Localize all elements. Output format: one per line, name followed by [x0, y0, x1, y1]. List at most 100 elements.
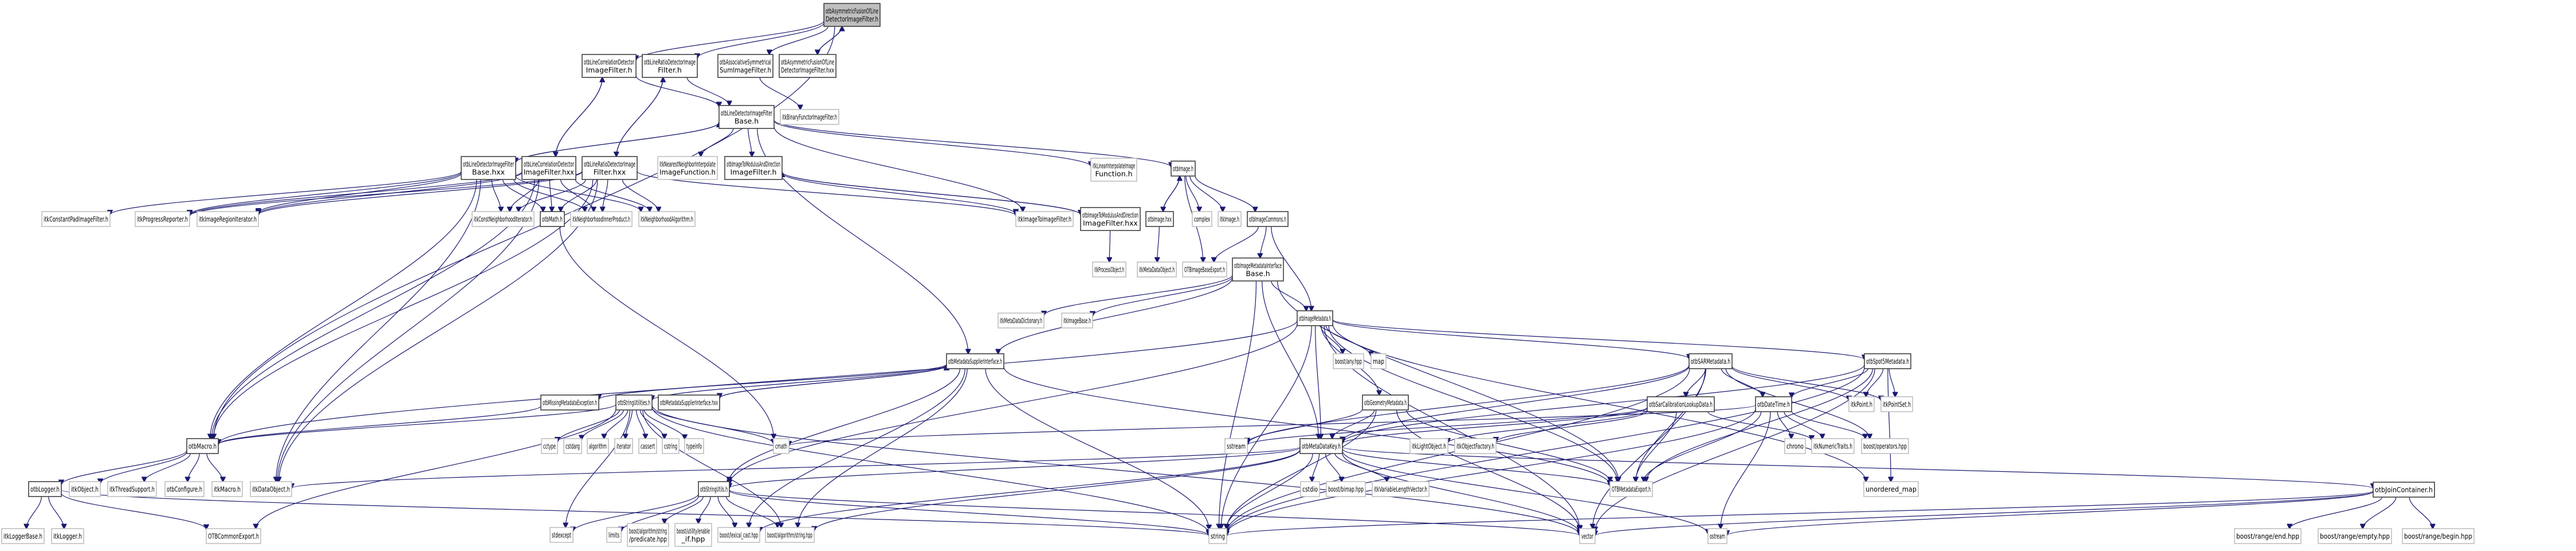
- node-numtraits[interactable]: itkNumericTraits.h: [1811, 438, 1855, 454]
- node-imgmetadata[interactable]: otbImageMetadata.h: [1297, 310, 1333, 326]
- node-stdexcept[interactable]: stdexcept: [549, 527, 574, 543]
- node-mdexport[interactable]: OTBMetadataExport.h: [1609, 481, 1653, 497]
- node-img2img[interactable]: itkImageToImageFilter.h: [1015, 211, 1074, 227]
- node-nbinner[interactable]: itkNeighborhoodInnerProduct.h: [570, 211, 633, 227]
- node-cmath[interactable]: cmath: [773, 438, 790, 454]
- node-label: otbAssociativeSymmetrical: [720, 58, 771, 67]
- node-root[interactable]: otbAsymmetricFusionOfLineDetectorImageFi…: [823, 3, 881, 27]
- node-label: OTBImageBaseExport.h: [1184, 265, 1225, 274]
- node-iterator[interactable]: iterator: [614, 438, 633, 454]
- node-imgbaseexport[interactable]: OTBImageBaseExport.h: [1182, 261, 1227, 278]
- node-constnbiter[interactable]: itkConstNeighborhoodIterator.h: [472, 211, 535, 227]
- node-algostring[interactable]: boost/algorithm/string.hpp: [765, 527, 815, 543]
- node-ostream[interactable]: ostream: [1707, 528, 1727, 544]
- node-mdkey[interactable]: otbMetaDataKey.h: [1299, 438, 1343, 454]
- node-objfactory[interactable]: itkObjectFactory.h: [1454, 438, 1497, 454]
- node-binfunctor[interactable]: itkBinaryFunctorImageFilter.h: [780, 109, 839, 125]
- node-algorithm[interactable]: algorithm: [587, 438, 609, 454]
- node-enableif[interactable]: boost/utility/enable_if.hpp: [674, 523, 712, 547]
- node-label: itkImageBase.h: [1063, 316, 1091, 325]
- node-boostany[interactable]: boost/any.hpp: [1333, 353, 1364, 369]
- node-threadsupport[interactable]: itkThreadSupport.h: [107, 481, 157, 497]
- node-mdsupplier_h[interactable]: otbMetadataSupplierInterface.h: [946, 353, 1004, 369]
- node-strutils[interactable]: otbStringUtils.h: [698, 481, 730, 497]
- node-cstdarg[interactable]: cstdarg: [563, 438, 582, 454]
- node-root_hxx[interactable]: otbAsymmetricFusionOfLineDetectorImageFi…: [779, 54, 837, 78]
- node-predicate[interactable]: boost/algorithm/string/predicate.hpp: [627, 523, 669, 547]
- node-progress[interactable]: itkProgressReporter.h: [135, 211, 190, 227]
- node-lexicalcast[interactable]: boost/lexical_cast.hpp: [717, 527, 760, 543]
- node-itkpointset[interactable]: itkPointSet.h: [1880, 396, 1913, 412]
- node-i2mod_h[interactable]: otbImageToModulusAndDirectionImageFilter…: [724, 156, 783, 180]
- node-rangeempty[interactable]: boost/range/empty.hpp: [2318, 528, 2392, 544]
- node-sstream[interactable]: sstream: [1224, 438, 1248, 454]
- node-constpad[interactable]: itkConstantPadImageFilter.h: [41, 211, 111, 227]
- edge-sarcal-to-sstream: [1247, 407, 1648, 446]
- node-missingmeta[interactable]: otbMissingMetadataException.h: [540, 394, 599, 411]
- node-metadataobj[interactable]: itkMetaDataObject.h: [1137, 261, 1177, 278]
- edge-lcd_hxx-to-lcd_h: [555, 77, 602, 157]
- node-cctype[interactable]: cctype: [541, 438, 558, 454]
- node-spot5[interactable]: otbSpot5Metadata.h: [1864, 353, 1911, 369]
- node-chrono[interactable]: chrono: [1784, 438, 1806, 454]
- node-boostops[interactable]: boost/operators.hpp: [1861, 438, 1909, 454]
- node-cstring[interactable]: cstring: [662, 438, 680, 454]
- node-bimap[interactable]: boost/bimap.hpp: [1326, 481, 1366, 497]
- node-strutilities[interactable]: otbStringUtilities.h: [615, 394, 653, 411]
- node-itkpoint[interactable]: itkPoint.h: [1848, 396, 1875, 412]
- node-complex[interactable]: complex: [1192, 211, 1212, 227]
- node-datetime[interactable]: otbDateTime.h: [1755, 396, 1792, 412]
- node-itkobject[interactable]: itkObject.h: [69, 481, 101, 497]
- node-procobj[interactable]: itkProcessObject.h: [1092, 261, 1126, 278]
- node-otbmacro[interactable]: otbMacro.h: [186, 438, 219, 454]
- node-assoc[interactable]: otbAssociativeSymmetricalSumImageFilter.…: [717, 54, 773, 78]
- node-i2mod_hxx[interactable]: otbImageToModulusAndDirectionImageFilter…: [1080, 207, 1141, 231]
- node-rangeend[interactable]: boost/range/end.hpp: [2234, 528, 2302, 544]
- node-itklogger[interactable]: itkLogger.h: [51, 528, 84, 544]
- node-varlenvec[interactable]: itkVariableLengthVector.h: [1372, 481, 1430, 497]
- node-string[interactable]: string: [1208, 528, 1227, 544]
- node-label: otbLineRatioDetectorImage: [584, 160, 635, 169]
- node-unorderedmap[interactable]: unordered_map: [1863, 481, 1919, 497]
- node-regioniter[interactable]: itkImageRegionIterator.h: [197, 211, 259, 227]
- node-label: boost/utility/enable: [677, 527, 710, 536]
- node-cassert[interactable]: cassert: [638, 438, 657, 454]
- node-otbmath[interactable]: otbMath.h: [540, 211, 565, 227]
- node-sarmeta[interactable]: otbSARMetadata.h: [1688, 353, 1733, 369]
- node-commonexport[interactable]: OTBCommonExport.h: [206, 528, 261, 544]
- node-mdsupplier_hxx[interactable]: otbMetadataSupplierInterface.hxx: [658, 394, 720, 411]
- node-sarcal[interactable]: otbSarCalibrationLookupData.h: [1647, 396, 1715, 412]
- node-map[interactable]: map: [1371, 353, 1387, 369]
- node-itkimagebase[interactable]: itkImageBase.h: [1061, 312, 1093, 329]
- node-loggerbase[interactable]: itkLoggerBase.h: [1, 528, 45, 544]
- node-limits[interactable]: limits: [606, 527, 622, 543]
- node-itkimage[interactable]: itkImage.h: [1218, 211, 1242, 227]
- node-rangebegin[interactable]: boost/range/begin.hpp: [2402, 528, 2475, 544]
- edge-otbimage_h-to-itkimage: [1189, 175, 1223, 212]
- node-dataobj[interactable]: itkDataObject.h: [250, 481, 292, 497]
- node-cstdio[interactable]: cstdio: [1300, 481, 1320, 497]
- node-otblogger[interactable]: otbLogger.h: [28, 481, 62, 497]
- node-itkmacro[interactable]: itkMacro.h: [211, 481, 243, 497]
- node-nn_interp[interactable]: itkNearestNeighborInterpolateImageFuncti…: [657, 156, 718, 180]
- node-otbimage_h[interactable]: otbImage.h: [1171, 161, 1196, 177]
- node-vector[interactable]: vector: [1579, 528, 1596, 544]
- node-mddict[interactable]: itkMetaDataDictionary.h: [998, 312, 1044, 329]
- node-typeinfo[interactable]: typeinfo: [684, 438, 704, 454]
- node-geommeta[interactable]: otbGeometryMetadata.h: [1362, 394, 1409, 411]
- node-lightobj[interactable]: itkLightObject.h: [1409, 438, 1448, 454]
- node-lcd_hxx[interactable]: otbLineCorrelationDetectorImageFilter.hx…: [521, 156, 576, 180]
- node-label: boost/range/begin.hpp: [2404, 532, 2472, 541]
- node-otbconfigure[interactable]: otbConfigure.h: [164, 481, 205, 497]
- node-otbimage_hxx[interactable]: otbImage.hxx: [1145, 211, 1174, 227]
- node-joincontainer[interactable]: otbJoinContainer.h: [2373, 482, 2435, 498]
- node-nbalgo[interactable]: itkNeighborhoodAlgorithm.h: [638, 211, 696, 227]
- node-imgcommons[interactable]: otbImageCommons.h: [1247, 211, 1289, 227]
